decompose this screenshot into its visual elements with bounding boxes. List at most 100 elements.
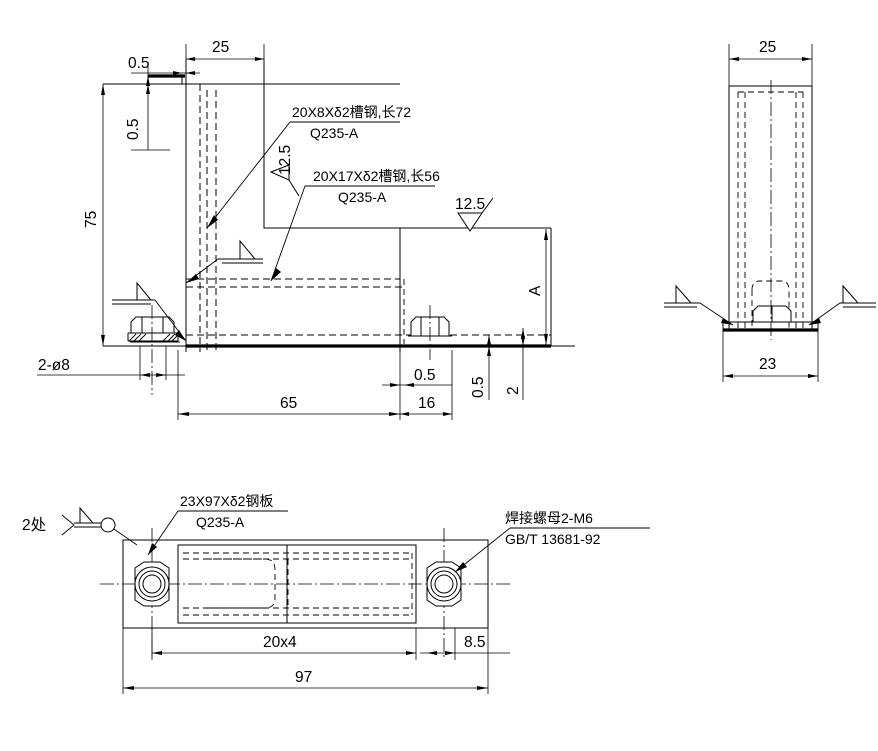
dim-front-2: 2 (505, 328, 525, 400)
bottom-nut-left (134, 561, 170, 607)
note3-arrowhead (148, 543, 157, 555)
weld-symbol-bottom-allaround: 2处 (22, 506, 138, 546)
note4-line2: GB/T 13681-92 (505, 531, 601, 547)
weld-sr-triangle (842, 284, 860, 304)
weld-base-triangle (136, 281, 153, 301)
front-nut-left-hatch (128, 333, 179, 342)
dim-front-0p5-mid: 0.5 (382, 367, 452, 387)
bottom-nut-left-circle-inner (142, 574, 162, 594)
dimA-value: A (527, 285, 544, 296)
weld-symbol-front-arm (185, 239, 263, 284)
dim16-arrow-right (443, 412, 452, 416)
dim16-value: 16 (418, 395, 435, 412)
dim75-arrow-bottom (101, 335, 105, 346)
weld-arm-arrowhead (186, 274, 199, 283)
dim05t-arrow-left (173, 71, 182, 75)
dim-front-0p5-top: 0.5 (128, 55, 200, 78)
note4-line1: 焊接螺母2-M6 (505, 510, 593, 526)
dim20x4-value: 20x4 (263, 634, 297, 651)
dim65-value: 65 (280, 395, 297, 412)
weld-allaround-circle-icon (100, 517, 116, 533)
dim16-arrow-left (400, 412, 409, 416)
dim05m-value: 0.5 (414, 367, 436, 384)
weld-symbol-side-right (808, 284, 876, 326)
note1-arrowhead (207, 215, 218, 228)
note2-arrowhead (271, 268, 281, 281)
weld-allaround-triangle (79, 506, 95, 524)
note4-arrowhead (455, 562, 467, 572)
note-leader-plate: 23X97Xδ2钢板 Q235-A (147, 493, 288, 556)
weld-symbol-side-left (664, 284, 734, 326)
dim20x4-arrow-right (406, 651, 416, 655)
front-nut-right (408, 305, 452, 360)
dimS23-arrow-left (723, 374, 733, 378)
side-view-group: 25 23 (664, 39, 876, 382)
surface-finish-outer: 12.5 (455, 196, 494, 232)
dim05l-value: 0.5 (125, 118, 142, 140)
dim2-value: 2 (505, 386, 522, 395)
dim-front-25: 25 (185, 39, 265, 78)
dim8p5-value: 8.5 (464, 634, 486, 651)
weld-sr-arrowhead (809, 318, 821, 325)
dimphi8-arrow-left (140, 373, 150, 377)
dim05l-arrow-bottom (146, 84, 150, 94)
dim05r-arrow-top (487, 335, 491, 345)
dim8p5-arrow-right (445, 651, 455, 655)
dim65-arrow-right (389, 412, 400, 416)
note2-leader-line (270, 185, 306, 282)
dim25-arrow-left (186, 57, 195, 61)
front-nut-left (127, 305, 179, 395)
dim75-arrow-top (101, 84, 105, 95)
front-view-group: 12.5 12.5 20X8Xδ2槽钢,长72 Q235-A (37, 39, 575, 420)
dim-side-25: 25 (728, 39, 813, 88)
weld-count-label: 2处 (22, 516, 46, 534)
dim25-value: 25 (212, 39, 229, 56)
dim-bottom-8p5: 8.5 (420, 628, 510, 660)
dimS25-value: 25 (759, 39, 776, 56)
dim05t-value: 0.5 (128, 55, 150, 72)
bottom-nut-right-circle-inner (434, 574, 454, 594)
note2-line2: Q235-A (338, 189, 387, 205)
weld-base-arrowhead (175, 330, 186, 341)
dimS23-value: 23 (759, 356, 776, 373)
dim05r-value: 0.5 (470, 376, 487, 398)
dimS25-arrow-left (729, 57, 739, 61)
surface-finish-inner-value: 12.5 (277, 145, 294, 175)
dim97-arrow-right (477, 686, 488, 690)
weld-allaround-flag (61, 514, 75, 536)
dim75-value: 75 (83, 211, 100, 228)
weld-sl-arrowhead (721, 318, 733, 325)
front-L-inner-corner (263, 84, 400, 229)
weld-sl-triangle (675, 284, 693, 304)
weld-sr-leader (808, 302, 841, 326)
dimphi8-arrow-right (156, 373, 166, 377)
dim8p5-arrow-left (427, 651, 437, 655)
bottom-hidden-rounded-end (206, 558, 276, 609)
dim05t-arrow-right (186, 71, 195, 75)
note3-line1: 23X97Xδ2钢板 (180, 493, 273, 509)
bottom-nut-right (426, 561, 462, 607)
dimA-arrow-bottom (544, 334, 548, 345)
dim2-arrow-bottom (521, 336, 525, 346)
dim05m-arrow-right (404, 383, 414, 387)
dimS23-arrow-right (808, 374, 818, 378)
dim20x4-arrow-left (152, 651, 162, 655)
dim05r-arrow-bottom (487, 346, 491, 356)
dim-bottom-97: 97 (122, 628, 489, 694)
dim97-arrow-left (123, 686, 134, 690)
bottom-view-group: 2处 23X97Xδ2钢板 Q235-A 焊接螺 (22, 493, 650, 694)
note1-line2: Q235-A (310, 125, 359, 141)
note2-line1: 20X17Xδ2槽钢,长56 (313, 168, 440, 184)
dim-front-65: 65 (177, 350, 401, 420)
note1-leader-line (206, 121, 291, 229)
surface-finish-inner: 12.5 (269, 145, 300, 197)
dimA-arrow-top (544, 229, 548, 240)
dim05l-arrow-top (146, 76, 150, 86)
dim-front-2-phi8: 2-ø8 (37, 346, 185, 380)
dim-side-23: 23 (722, 330, 819, 382)
dim-front-A: A (527, 229, 548, 345)
surface-finish-inner-tail (288, 179, 300, 197)
side-hidden-channel-curve (751, 280, 790, 330)
